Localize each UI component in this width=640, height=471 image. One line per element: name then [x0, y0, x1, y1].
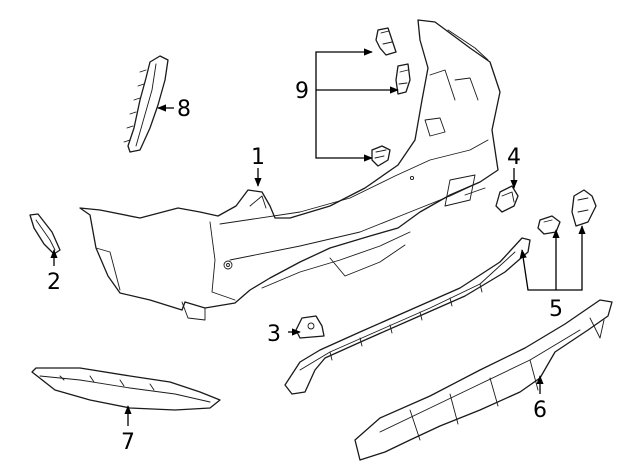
bumper-cover-part	[79, 19, 501, 321]
bracket-4	[495, 185, 519, 213]
callout-1: 1	[251, 145, 265, 170]
bracket-9-middle	[395, 63, 411, 95]
callout-8: 8	[177, 97, 191, 122]
bracket-9-bottom	[371, 145, 391, 167]
leader-9	[315, 48, 399, 162]
callout-2: 2	[47, 270, 61, 295]
bracket-2	[29, 213, 61, 255]
clip-5-right	[571, 189, 597, 227]
diffuser-6	[354, 299, 613, 461]
callout-3: 3	[267, 322, 281, 347]
callout-4: 4	[507, 145, 521, 170]
clip-5-left	[537, 215, 561, 235]
callout-5: 5	[549, 297, 563, 322]
callout-7: 7	[121, 430, 135, 455]
callout-9: 9	[295, 79, 309, 104]
bracket-9-top	[375, 27, 397, 56]
clip-3	[295, 315, 325, 339]
leader-5	[519, 225, 586, 291]
callout-6: 6	[533, 398, 547, 423]
lower-trim-7	[31, 367, 221, 411]
trim-strip-8	[123, 55, 169, 153]
